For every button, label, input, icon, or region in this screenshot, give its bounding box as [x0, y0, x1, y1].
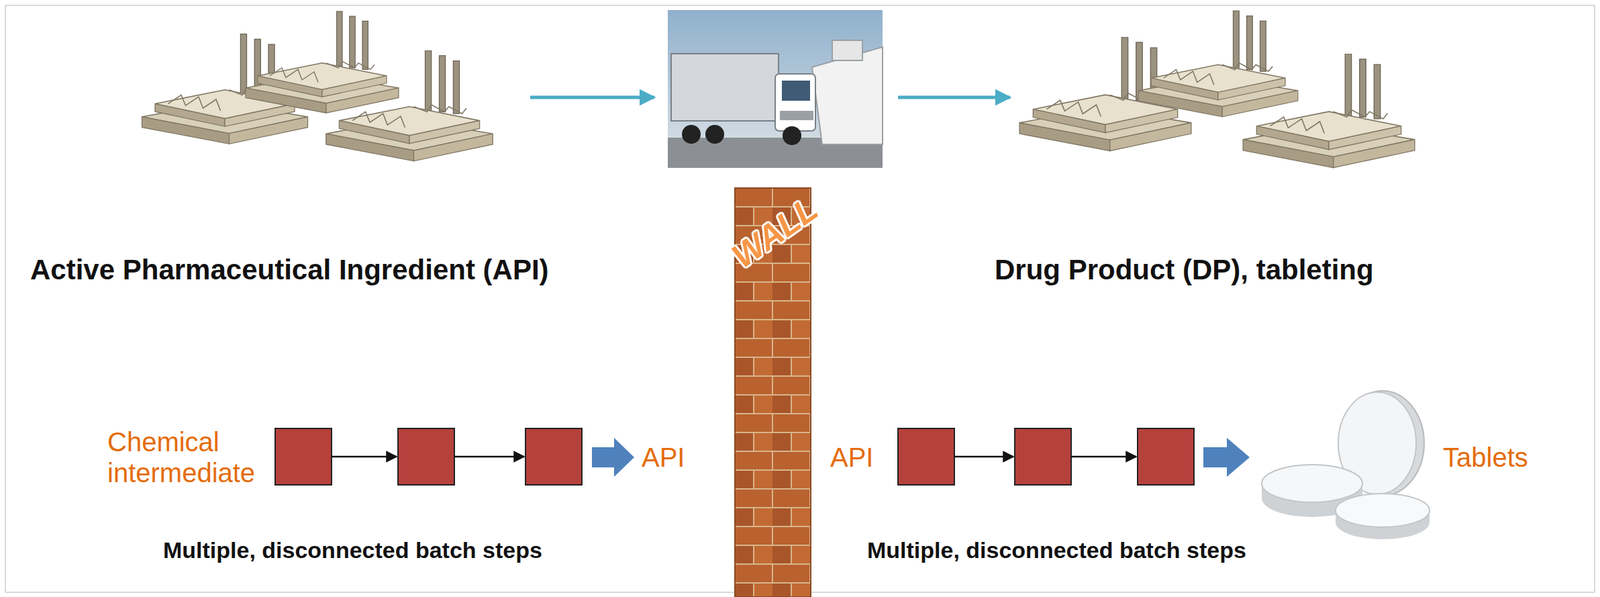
tablets-picture	[1261, 390, 1430, 539]
flow-arrow	[897, 95, 1011, 100]
flow-label: Tablets	[1442, 441, 1588, 473]
flow-label: Chemical intermediate	[107, 426, 272, 488]
dp-batch-steps	[897, 428, 1250, 485]
wall-label: WALL	[712, 180, 839, 286]
step-caption: Multiple, disconnected batch steps	[163, 536, 731, 564]
dp-factories	[1019, 10, 1415, 168]
api-batch-steps	[275, 428, 635, 485]
flow-label: API	[830, 441, 896, 473]
api-factories	[142, 11, 494, 162]
flow-arrow	[530, 95, 655, 100]
transport-photo	[667, 10, 883, 168]
section-title: Active Pharmaceutical Ingredient (API)	[30, 253, 729, 286]
section-title: Drug Product (DP), tableting	[994, 253, 1586, 286]
step-caption: Multiple, disconnected batch steps	[867, 536, 1586, 564]
flow-label: API	[641, 441, 729, 473]
